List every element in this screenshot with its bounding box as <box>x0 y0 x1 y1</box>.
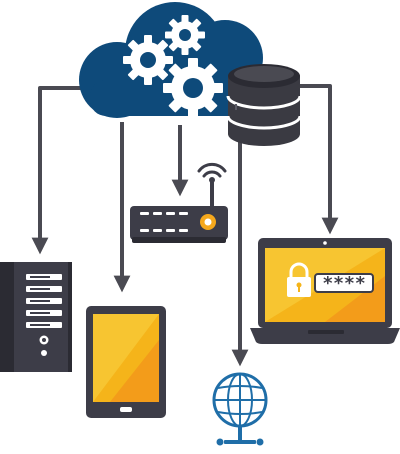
padlock-icon <box>287 262 311 297</box>
gear-icon <box>163 58 223 118</box>
connector-arrows <box>31 84 339 367</box>
server-tower-icon <box>0 262 72 372</box>
tablet-icon <box>86 306 166 418</box>
password-field[interactable]: **** <box>314 273 374 294</box>
gear-icon <box>165 15 205 55</box>
gear-icon <box>123 35 173 85</box>
globe-icon <box>212 372 268 446</box>
password-mask-text: **** <box>322 273 365 294</box>
database-icon <box>226 64 302 146</box>
arrow-to-server <box>31 86 90 255</box>
router-icon <box>130 162 228 243</box>
arrow-to-laptop <box>300 84 339 235</box>
